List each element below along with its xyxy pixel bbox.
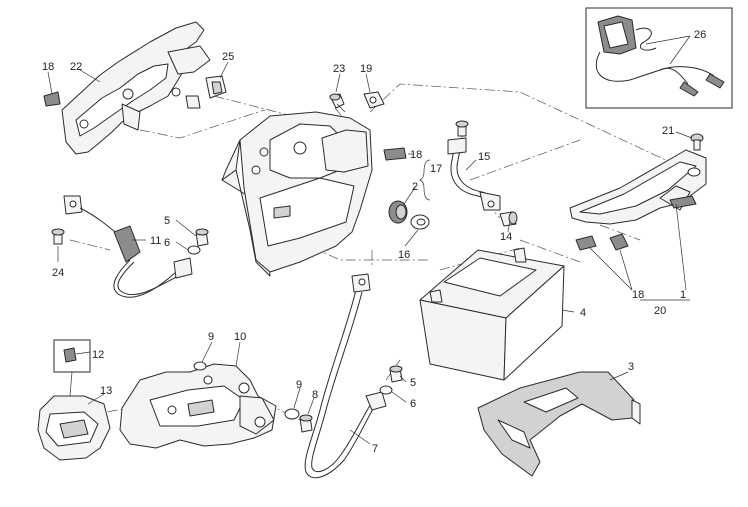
part-24-screw bbox=[51, 228, 65, 245]
part-5-6-screw-washer-upper bbox=[187, 228, 209, 255]
part-12-fuse-box-inset bbox=[53, 339, 91, 397]
part-5-6-screw-washer-lower bbox=[379, 365, 403, 395]
part-18-rubber-pad-left bbox=[43, 91, 61, 107]
callout-15: 15 bbox=[478, 151, 490, 163]
callout-18-middle: 18 bbox=[410, 149, 422, 161]
callout-21: 21 bbox=[662, 125, 674, 137]
callout-5-lower: 5 bbox=[410, 377, 416, 389]
callout-19: 19 bbox=[360, 63, 372, 75]
callout-12: 12 bbox=[92, 349, 104, 361]
part-8-bolt bbox=[299, 414, 313, 433]
part-17-battery-holder bbox=[221, 111, 373, 277]
part-16-spacer bbox=[410, 214, 430, 230]
part-18-rubber-pads-right bbox=[575, 233, 629, 251]
callout-13: 13 bbox=[100, 385, 112, 397]
part-13-voltage-regulator bbox=[37, 395, 111, 461]
callout-16: 16 bbox=[398, 249, 410, 261]
callout-3: 3 bbox=[628, 361, 634, 373]
callout-11: 11 bbox=[150, 235, 161, 247]
callout-23: 23 bbox=[333, 63, 345, 75]
part-3-battery-support bbox=[477, 371, 641, 477]
callout-20: 20 bbox=[654, 305, 666, 317]
part-23-screw bbox=[329, 93, 346, 113]
part-18-rubber-pad-middle bbox=[383, 147, 407, 161]
callout-7: 7 bbox=[372, 443, 378, 455]
part-21-screw bbox=[690, 133, 704, 151]
callout-labels: 1 2 3 4 5 5 6 6 7 8 9 9 10 11 12 13 14 1… bbox=[42, 29, 706, 455]
callout-6-upper: 6 bbox=[164, 237, 170, 249]
callout-22: 22 bbox=[70, 61, 82, 73]
callout-14: 14 bbox=[500, 231, 512, 243]
part-26-charger-inset bbox=[585, 7, 733, 109]
callout-26: 26 bbox=[694, 29, 706, 41]
callout-10: 10 bbox=[234, 331, 246, 343]
leader-lines bbox=[47, 35, 693, 445]
part-4-battery bbox=[419, 247, 565, 381]
callout-17: 17 bbox=[430, 163, 442, 175]
assembly-lines bbox=[57, 83, 701, 421]
callout-9-right: 9 bbox=[296, 379, 302, 391]
part-2-grommet bbox=[388, 200, 408, 224]
part-7-battery-cable bbox=[304, 273, 387, 479]
part-25-rubber-block bbox=[205, 75, 227, 99]
part-14-bolt bbox=[499, 211, 518, 227]
callout-1: 1 bbox=[680, 289, 686, 301]
callout-4: 4 bbox=[580, 307, 586, 319]
part-15-ground-cable bbox=[447, 120, 501, 211]
callout-9-left: 9 bbox=[208, 331, 214, 343]
callout-25: 25 bbox=[222, 51, 234, 63]
part-22-front-bracket bbox=[61, 21, 211, 155]
callout-18-right: 18 bbox=[632, 289, 644, 301]
callout-24: 24 bbox=[52, 267, 64, 279]
part-9-washers bbox=[193, 361, 300, 420]
part-10-regulator-bracket bbox=[119, 363, 277, 449]
callout-6-lower: 6 bbox=[410, 398, 416, 410]
callout-8: 8 bbox=[312, 389, 318, 401]
part-11-starter-cable bbox=[63, 195, 193, 298]
callout-5-upper: 5 bbox=[164, 215, 170, 227]
part-19-clip-nut bbox=[363, 91, 385, 109]
callout-2: 2 bbox=[412, 181, 418, 193]
part-1-side-cover bbox=[569, 149, 707, 225]
callout-18-left: 18 bbox=[42, 61, 54, 73]
